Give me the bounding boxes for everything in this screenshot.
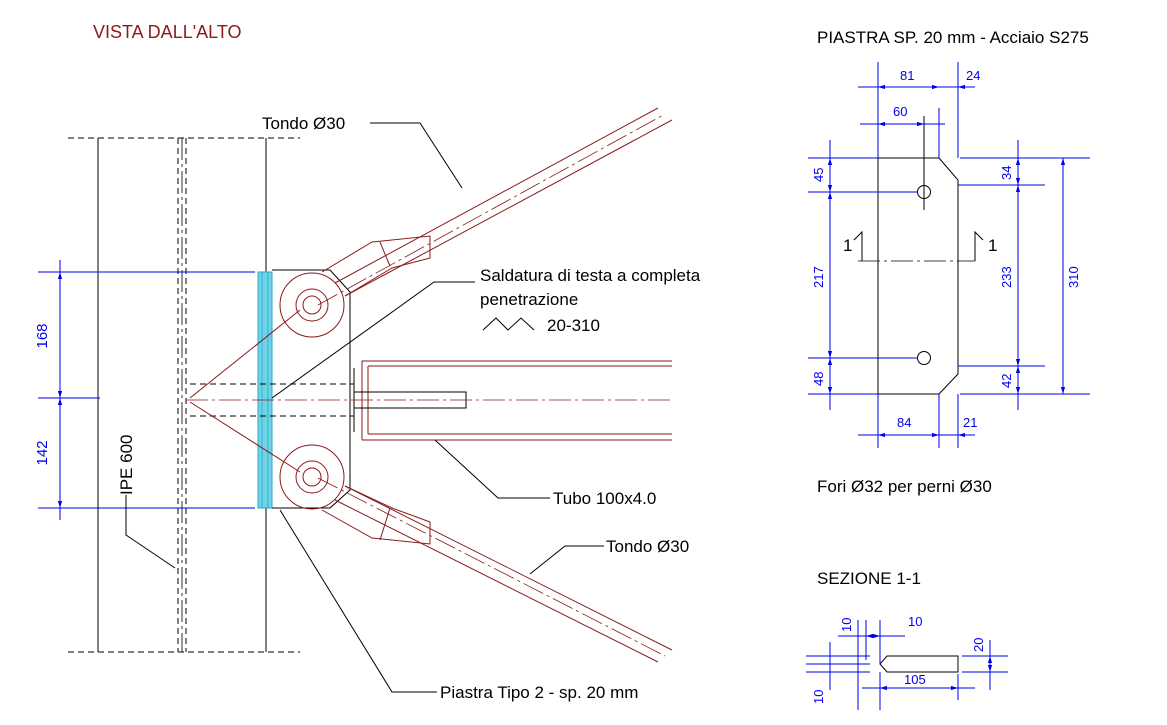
label-tondo-bottom: Tondo Ø30 xyxy=(606,537,689,556)
dim-42: 42 xyxy=(999,374,1014,388)
dim-section-10c: 10 xyxy=(811,690,826,704)
plate-detail: 81 24 60 45 217 48 34 233 42 310 xyxy=(808,62,1090,448)
dim-24: 24 xyxy=(966,68,980,83)
dim-60: 60 xyxy=(893,104,907,119)
title-plate: PIASTRA SP. 20 mm - Acciaio S275 xyxy=(817,28,1089,47)
title-section: SEZIONE 1-1 xyxy=(817,569,921,588)
title-top-view: VISTA DALL'ALTO xyxy=(93,22,242,42)
piastra-tipo-2 xyxy=(257,269,351,509)
label-holes: Fori Ø32 per perni Ø30 xyxy=(817,477,992,496)
dim-section-10b: 10 xyxy=(908,614,922,629)
dim-142: 142 xyxy=(34,440,51,465)
leaders xyxy=(125,122,604,693)
dim-81: 81 xyxy=(900,68,914,83)
section-mark-left: 1 xyxy=(843,236,852,255)
lower-rod xyxy=(189,401,673,663)
dim-168: 168 xyxy=(34,323,51,348)
upper-rod xyxy=(189,107,673,399)
section-mark-right: 1 xyxy=(988,236,997,255)
ipe-600-column xyxy=(68,137,300,653)
tubo-100x4 xyxy=(186,360,672,441)
dim-section-105: 105 xyxy=(904,672,926,687)
label-tubo: Tubo 100x4.0 xyxy=(553,489,656,508)
weld-symbol xyxy=(482,317,535,331)
label-weld-spec: 20-310 xyxy=(547,316,600,335)
main-dimensions: 168 142 xyxy=(34,260,255,520)
dim-section-20: 20 xyxy=(971,638,986,652)
label-ipe-600: IPE 600 xyxy=(117,435,136,496)
dim-section-10a: 10 xyxy=(839,618,854,632)
dim-21: 21 xyxy=(963,415,977,430)
section-1-1: 10 10 10 20 105 xyxy=(806,614,1008,710)
label-weld-1: Saldatura di testa a completa xyxy=(480,266,701,285)
dim-45: 45 xyxy=(811,168,826,182)
dim-217: 217 xyxy=(811,266,826,288)
dim-48: 48 xyxy=(811,372,826,386)
label-tondo-top: Tondo Ø30 xyxy=(262,114,345,133)
dim-233: 233 xyxy=(999,266,1014,288)
label-weld-2: penetrazione xyxy=(480,290,578,309)
dim-34: 34 xyxy=(999,166,1014,180)
label-piastra: Piastra Tipo 2 - sp. 20 mm xyxy=(440,683,638,702)
dim-84: 84 xyxy=(897,415,911,430)
dim-310: 310 xyxy=(1066,266,1081,288)
